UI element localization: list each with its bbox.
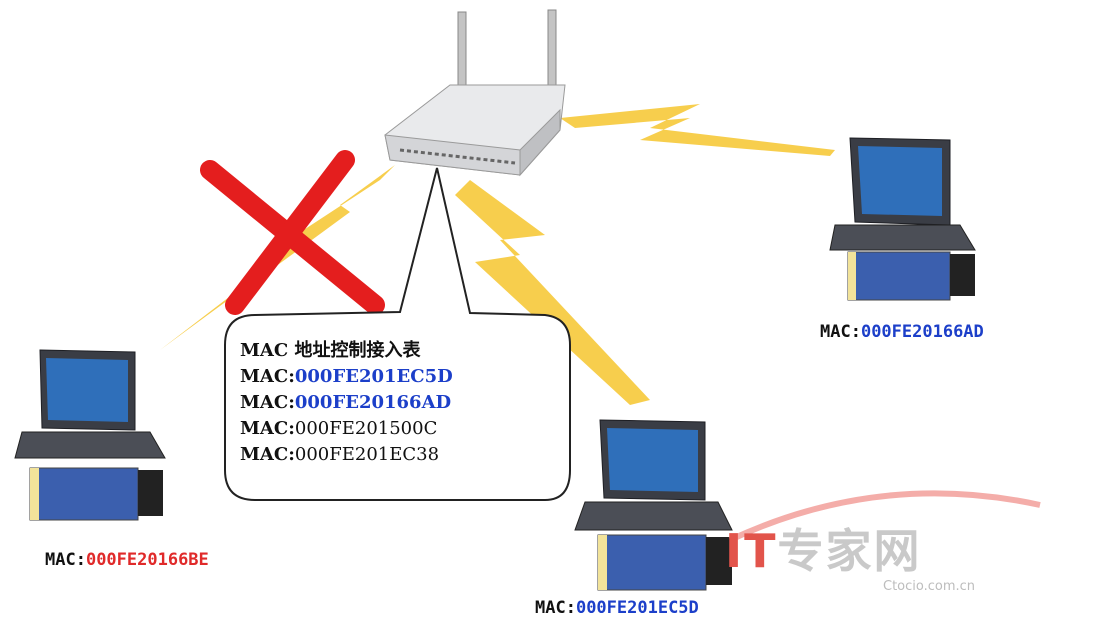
laptop-left-icon <box>14 349 166 521</box>
acl-entry: MAC:000FE201500C <box>240 418 438 439</box>
wifi-signal-right <box>560 104 835 156</box>
laptop-right-icon <box>829 137 976 301</box>
acl-mac: 000FE201500C <box>294 418 438 439</box>
acl-mac: 000FE201EC38 <box>294 444 440 465</box>
acl-mac-allowed: 000FE201EC5D <box>294 366 453 387</box>
acl-table: MAC 地址控制接入表 MAC:000FE201EC5D MAC:000FE20… <box>240 338 453 468</box>
deny-cross-icon <box>200 150 385 315</box>
access-point-icon <box>384 9 566 177</box>
acl-title: MAC 地址控制接入表 <box>240 340 421 361</box>
watermark-url: Ctocio.com.cn <box>883 579 976 594</box>
acl-entry: MAC:000FE20166AD <box>240 392 452 413</box>
client-left-mac-label: MAC:000FE20166BE <box>45 550 209 570</box>
acl-callout <box>224 167 571 501</box>
acl-entry: MAC:000FE201EC38 <box>240 444 440 465</box>
client-bottom-mac-label: MAC:000FE201EC5D <box>535 598 699 618</box>
watermark-swoosh <box>728 490 1041 543</box>
client-right-mac-label: MAC:000FE20166AD <box>820 322 984 342</box>
wifi-signal-left <box>160 165 395 350</box>
watermark-title: IT专家网 <box>725 524 922 578</box>
wifi-signal-bottom <box>455 180 650 405</box>
laptop-bottom-icon <box>574 419 733 591</box>
acl-mac-allowed: 000FE20166AD <box>294 392 452 413</box>
acl-entry: MAC:000FE201EC5D <box>240 366 453 387</box>
